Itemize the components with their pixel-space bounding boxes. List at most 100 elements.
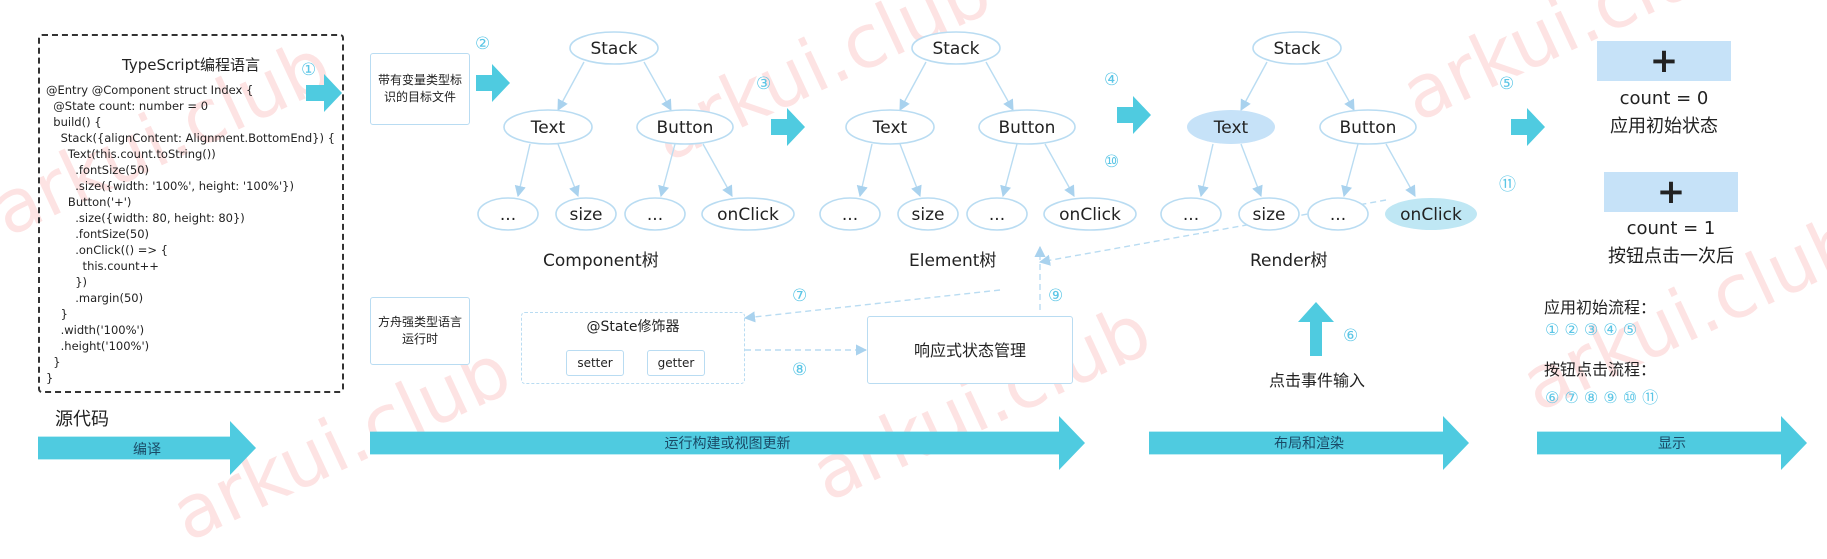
edge-right-leaf4 (702, 143, 733, 197)
tree-1-leaf-3: ... (989, 205, 1005, 225)
phase-layout-banner (1149, 416, 1469, 470)
click-flow-title: 按钮点击流程： (1544, 360, 1657, 379)
tree-2-leaf-3: ... (1330, 205, 1346, 225)
phase-display-label: 显示 (1658, 436, 1686, 452)
tree-2-leaf-1-shape (1160, 197, 1222, 231)
getter-box: getter (647, 350, 705, 376)
tree-1-button-node-shape (978, 109, 1076, 145)
edge-left-leaf2 (899, 143, 922, 198)
phase-compile-banner (38, 421, 256, 475)
tree-2-leaf-4: onClick (1400, 205, 1462, 225)
source-code-box: TypeScript编程语言 @Entry @Component struct … (38, 34, 344, 393)
tree-name-render: Render树 (1250, 251, 1328, 271)
tree-1-leaf-1-shape (819, 197, 881, 231)
phase-compile-label: 编译 (133, 442, 161, 458)
edge-right-leaf4 (1044, 143, 1075, 197)
tree-2-root-shape (1252, 31, 1342, 65)
code-line: Stack({alignContent: Alignment.BottomEnd… (46, 131, 335, 145)
click-flow-steps: ⑥ ⑦ ⑧ ⑨ ⑩ ⑪ (1545, 388, 1659, 407)
edge-right-leaf3 (1000, 143, 1018, 198)
step-arrow-3 (771, 108, 805, 146)
tree-0-root: Stack (590, 39, 637, 59)
step-4: ④ (1104, 70, 1120, 90)
tree-0-button-node: Button (657, 118, 714, 138)
tree-1-leaf-1: ... (842, 205, 858, 225)
tree-2-button-node: Button (1340, 118, 1397, 138)
state-decorator-label: @State修饰器 (586, 319, 680, 335)
tree-2-leaf-2-shape (1238, 197, 1300, 231)
tree-2-text-node: Text (1213, 118, 1249, 138)
step-11: ⑪ (1499, 175, 1516, 195)
tree-2-leaf-4-shape (1385, 198, 1477, 230)
tree-1-text-node-shape (845, 109, 935, 145)
tree-0-button-node-shape (636, 109, 734, 145)
typed-target-box: 带有变量类型标识的目标文件 (370, 53, 470, 125)
tree-1-root: Stack (932, 39, 979, 59)
step-arrow-5 (1511, 108, 1545, 146)
phase-runtime-label: 运行构建或视图更新 (664, 436, 791, 452)
code-line: .height('100%') (46, 339, 150, 353)
edge-left-leaf1 (514, 143, 531, 198)
phase-runtime-banner (370, 416, 1085, 470)
plus-button-after-click: + (1604, 172, 1738, 212)
event-input-label: 点击事件输入 (1269, 371, 1366, 390)
step-arrow-1 (306, 74, 342, 112)
edge-right-leaf3 (658, 143, 676, 198)
init-flow-title: 应用初始流程： (1544, 298, 1657, 317)
tree-2-leaf-1: ... (1183, 205, 1199, 225)
step-arrow-2 (476, 64, 510, 102)
phase-layout-label: 布局和渲染 (1274, 436, 1344, 452)
edge-root-right (985, 61, 1014, 111)
code-line: .fontSize(50) (46, 163, 149, 177)
tree-0-leaf-1-shape (477, 197, 539, 231)
state1-count: count = 1 (1626, 218, 1716, 239)
step-3: ③ (756, 74, 772, 94)
step-arrow-4 (1117, 96, 1151, 134)
edge-root-left (557, 61, 585, 111)
tree-2-root: Stack (1273, 39, 1320, 59)
code-line: .fontSize(50) (46, 227, 149, 241)
tree-name-component: Component树 (543, 251, 659, 271)
code-line: .margin(50) (46, 291, 144, 305)
tree-2-leaf-3-shape (1307, 197, 1369, 231)
tree-2-leaf-2: size (1253, 205, 1286, 225)
tree-name-element: Element树 (909, 251, 997, 271)
code-line: } (46, 307, 68, 321)
code-line: } (46, 355, 61, 369)
step-9: ⑨ (1048, 286, 1064, 306)
state0-count: count = 0 (1619, 88, 1709, 109)
tree-1-leaf-4: onClick (1059, 205, 1121, 225)
tree-1-button-node: Button (999, 118, 1056, 138)
edge-to-state-decorator (743, 289, 1001, 323)
tree-2-text-node-shape (1187, 110, 1275, 144)
code-title: TypeScript编程语言 (122, 56, 260, 74)
code-line: }) (46, 275, 88, 289)
step-7: ⑦ (792, 286, 808, 306)
tree-1-leaf-2: size (912, 205, 945, 225)
code-line: } (46, 371, 54, 385)
tree-2-button-node-shape (1319, 109, 1417, 145)
tree-0-leaf-1: ... (500, 205, 516, 225)
tree-0-text-node: Text (530, 118, 566, 138)
code-line: @State count: number = 0 (46, 99, 209, 113)
step-1: ① (301, 60, 317, 80)
reactive-state-box: 响应式状态管理 (867, 316, 1073, 384)
tree-1-root-shape (911, 31, 1001, 65)
code-line: .size({width: '100%', height: '100%'}) (46, 179, 294, 193)
step-5: ⑤ (1499, 74, 1515, 94)
state0-desc: 应用初始状态 (1610, 116, 1718, 137)
edge-left-leaf2 (557, 143, 580, 198)
state1-desc: 按钮点击一次后 (1608, 246, 1734, 267)
setter-box: setter (566, 350, 624, 376)
step-10: ⑩ (1104, 152, 1120, 172)
step-8: ⑧ (792, 360, 808, 380)
edge-right-leaf4 (1385, 143, 1416, 197)
edge-root-left (899, 61, 927, 111)
step-2: ② (475, 34, 491, 54)
code-line: .size({width: 80, height: 80}) (46, 211, 245, 225)
edge-right-leaf3 (1341, 143, 1359, 198)
code-line: Text(this.count.toString()) (46, 147, 216, 161)
tree-1-text-node: Text (872, 118, 908, 138)
tree-0-leaf-4: onClick (717, 205, 779, 225)
